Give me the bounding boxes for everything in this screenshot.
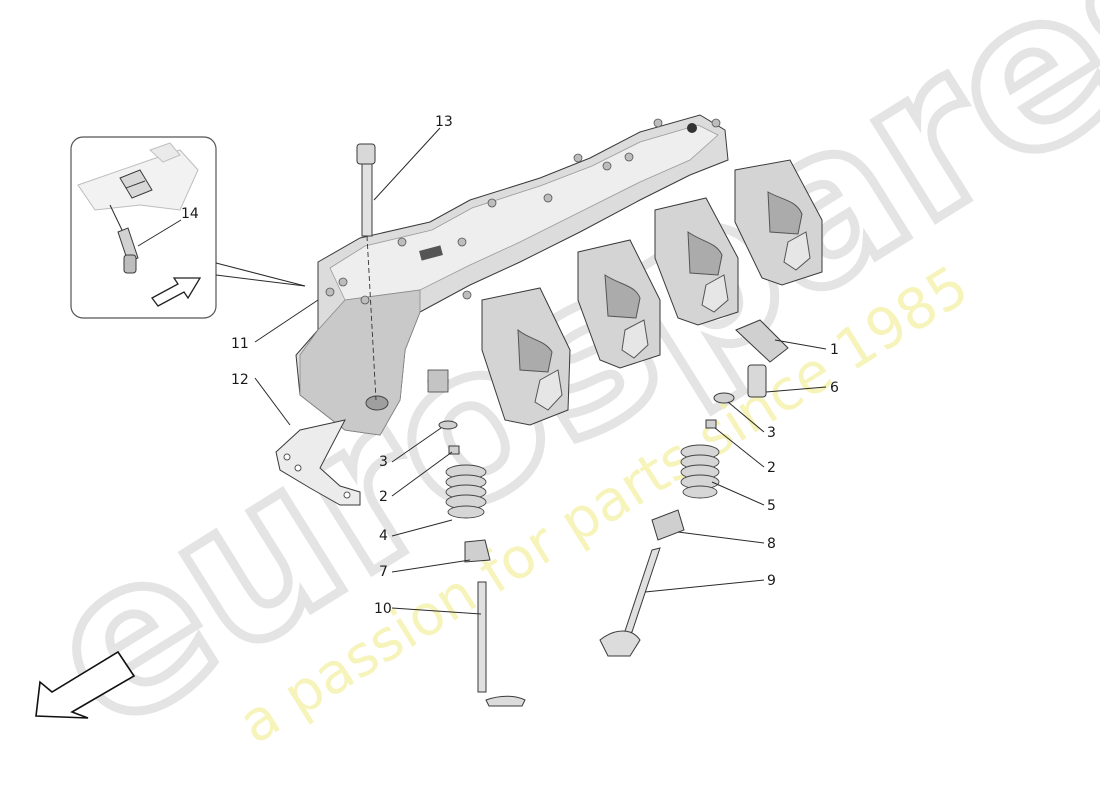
- callout-4: 4: [379, 528, 388, 544]
- rocker-bay-1: [481, 287, 571, 426]
- direction-arrow-icon: [151, 277, 202, 307]
- sensor-part-14: [109, 204, 139, 274]
- callout-3-left: 3: [379, 454, 388, 470]
- callout-13: 13: [435, 114, 453, 130]
- bolt-part-13: [356, 143, 377, 401]
- callout-8: 8: [767, 536, 776, 552]
- callout-6: 6: [830, 380, 839, 396]
- rocker-bay-2: [577, 239, 661, 369]
- front-direction-arrow-icon: [35, 650, 136, 719]
- callout-2-right: 2: [767, 460, 776, 476]
- callout-14: 14: [181, 206, 199, 222]
- rocker-bay-4: [734, 159, 823, 286]
- callout-10: 10: [374, 601, 392, 617]
- carrier-bolts: [325, 118, 721, 305]
- callout-3-right: 3: [767, 425, 776, 441]
- callout-9: 9: [767, 573, 776, 589]
- gasket-part-12: [275, 419, 361, 506]
- callout-12: 12: [231, 372, 249, 388]
- right-valve-stack: [599, 319, 789, 657]
- callout-1: 1: [830, 342, 839, 358]
- callout-2-left: 2: [379, 489, 388, 505]
- callout-11: 11: [231, 336, 249, 352]
- leader-lines: [254, 127, 827, 615]
- callout-7: 7: [379, 564, 388, 580]
- camshaft-carrier-assembly: [295, 114, 823, 436]
- callout-labels: 13 11 12 3 2 4 7 10 1 6 3 2 5 8 9: [231, 114, 839, 617]
- rocker-bay-3: [654, 197, 739, 326]
- left-valve-stack: [438, 420, 526, 707]
- callout-5: 5: [767, 498, 776, 514]
- sensor-inset: 14: [70, 136, 306, 319]
